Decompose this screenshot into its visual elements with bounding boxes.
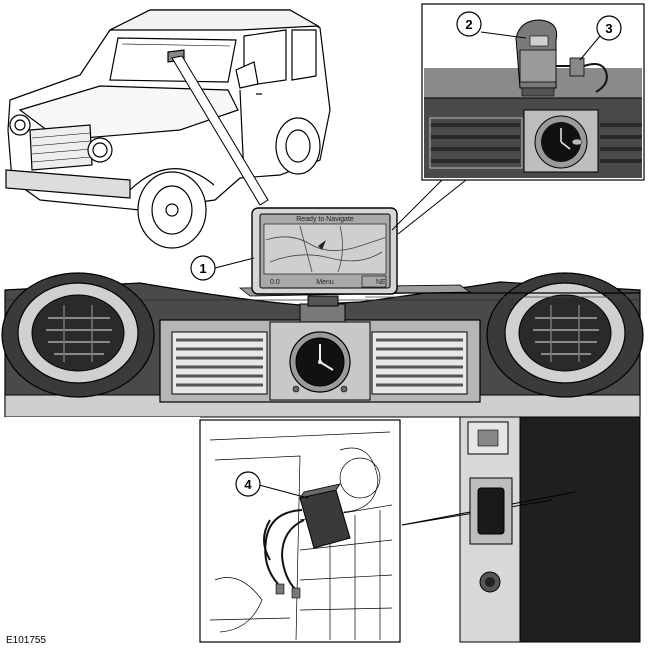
vehicle-illustration xyxy=(5,9,331,249)
clock-icon xyxy=(289,331,351,393)
callout-1: 1 xyxy=(190,255,255,281)
callout-2: 2 xyxy=(456,11,527,39)
left-air-vent xyxy=(1,272,155,398)
inset-clock-icon xyxy=(534,115,588,169)
module-wiring xyxy=(263,509,305,591)
control-module-icon xyxy=(299,483,351,549)
callout-1-label: 1 xyxy=(199,261,206,276)
screen-right-readout: NE xyxy=(376,279,386,286)
callout-4: 4 xyxy=(235,471,309,499)
screen-header: Ready to Navigate xyxy=(296,216,354,223)
screen-menu-button: Menu xyxy=(316,279,334,286)
right-air-vent xyxy=(486,272,644,398)
vehicle-pointer-lines xyxy=(171,55,269,206)
callout-3-label: 3 xyxy=(605,21,612,36)
callout-2-label: 2 xyxy=(465,17,472,32)
power-connector-icon xyxy=(556,57,608,93)
cradle-icon xyxy=(515,19,558,97)
figure-reference: E101755 xyxy=(6,635,46,646)
sat-nav-unit: Ready to Navigate 0.0 Menu NE xyxy=(251,207,398,295)
inset-module xyxy=(199,419,576,643)
wire-connector-icon xyxy=(275,583,301,599)
center-console xyxy=(159,319,481,403)
callout-4-label: 4 xyxy=(244,477,252,492)
screen-left-readout: 0.0 xyxy=(270,279,280,286)
inset-pointer-lines xyxy=(391,179,467,235)
callout-3: 3 xyxy=(579,15,622,61)
switch-panel xyxy=(467,421,513,593)
